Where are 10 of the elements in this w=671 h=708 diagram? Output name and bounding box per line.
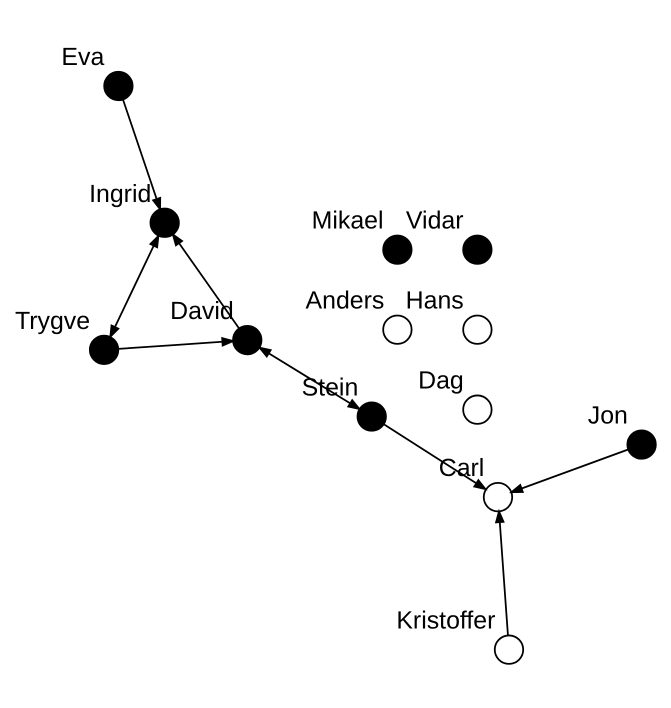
node-label: Mikael — [312, 206, 384, 234]
node-label: Eva — [61, 42, 104, 71]
node-label: Jon — [588, 401, 628, 430]
node-label: Anders — [306, 286, 384, 314]
node-label: Hans — [406, 286, 464, 314]
node-label: Kristoffer — [396, 606, 496, 634]
node-label: Ingrid — [89, 179, 152, 208]
node-label: Vidar — [406, 206, 464, 234]
node-label: Dag — [418, 366, 464, 394]
node-label: Trygve — [14, 306, 90, 334]
